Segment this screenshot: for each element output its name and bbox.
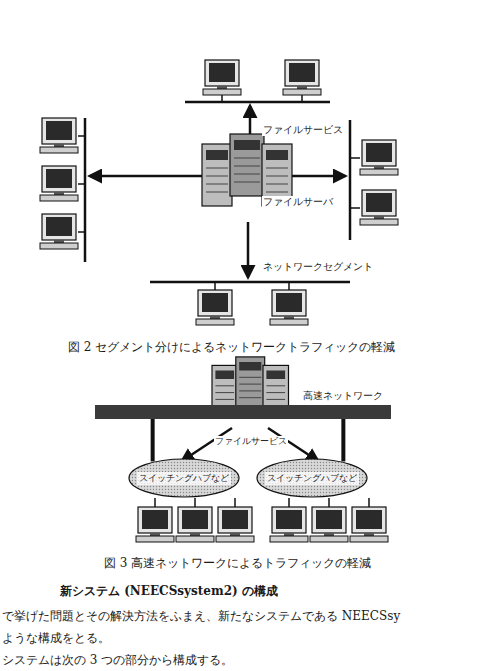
network-link xyxy=(151,419,155,461)
drop-line xyxy=(154,498,156,507)
drop-line xyxy=(350,157,360,159)
callout-label: ネットワークセグメント xyxy=(262,261,374,273)
computer-icon xyxy=(136,507,174,542)
computer-icon xyxy=(360,140,398,175)
drop-line xyxy=(288,282,290,290)
computer-icon xyxy=(40,214,78,249)
computer-icon xyxy=(196,290,234,325)
drop-line xyxy=(368,498,370,507)
computer-icon xyxy=(40,166,78,201)
hub-ellipse: スイッチングハブなど xyxy=(256,458,368,498)
computer-icon xyxy=(176,507,214,542)
drop-line xyxy=(78,231,85,233)
arrow-up xyxy=(249,106,252,138)
drop-line xyxy=(288,498,290,507)
computer-icon xyxy=(40,118,78,153)
drop-line xyxy=(328,498,330,507)
drop-line xyxy=(350,207,360,209)
drop-line xyxy=(78,183,85,185)
computer-icon xyxy=(283,60,321,95)
drop-line xyxy=(78,135,85,137)
computer-icon xyxy=(270,290,308,325)
hub-ellipse: スイッチングハブなど xyxy=(128,458,240,498)
body-text: ような構成をとる。 xyxy=(2,631,110,645)
body-text: システムは次の 3 つの部分から構成する。 xyxy=(2,653,233,667)
computer-icon xyxy=(270,507,308,542)
computer-icon xyxy=(360,190,398,225)
bus-left xyxy=(84,118,87,262)
bus-right xyxy=(349,120,352,240)
body-text: 新システム (NEECSsystem2) の構成 xyxy=(60,584,278,598)
computer-icon xyxy=(203,60,241,95)
figure-caption: 図 2 セグメント分けによるネットワークトラフィックの軽減 xyxy=(68,340,395,354)
network-link xyxy=(341,419,345,461)
drop-line xyxy=(194,498,196,507)
computer-icon xyxy=(350,507,388,542)
callout-label: ファイルサービス xyxy=(214,436,288,447)
drop-line xyxy=(214,282,216,290)
drop-line xyxy=(301,95,303,102)
bus-bottom xyxy=(150,281,350,284)
network-label: 高速ネットワーク xyxy=(303,389,383,403)
arrow-right xyxy=(292,175,345,178)
drop-line xyxy=(234,498,236,507)
hub-label: スイッチングハブなど xyxy=(137,472,231,485)
computer-icon xyxy=(216,507,254,542)
callout-label: ファイルサーバ xyxy=(262,196,334,208)
bus-top xyxy=(185,101,330,104)
drop-line xyxy=(221,95,223,102)
arrow-down xyxy=(247,222,250,277)
computer-icon xyxy=(310,507,348,542)
callout-label: ファイルサービス xyxy=(262,124,344,136)
arrow-left xyxy=(90,175,205,178)
figure-caption: 図 3 高速ネットワークによるトラフィックの軽減 xyxy=(104,556,371,570)
body-text: で挙げた問題とその解決方法をふまえ、新たなシステムである NEECSsy xyxy=(2,609,400,623)
hub-label: スイッチングハブなど xyxy=(265,472,359,485)
network-band: 高速ネットワーク xyxy=(95,405,391,419)
